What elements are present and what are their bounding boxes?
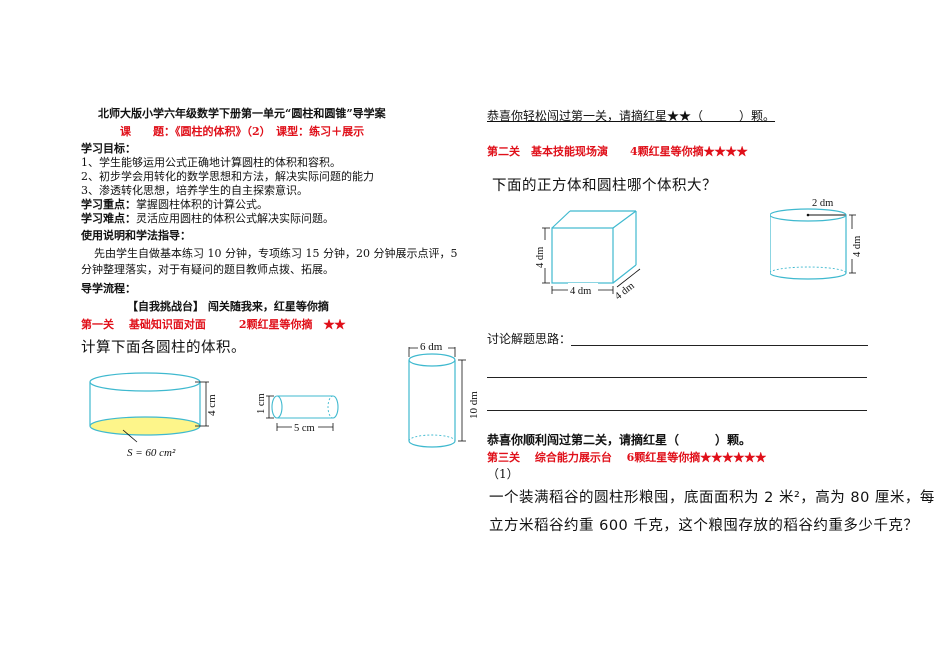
answer-line <box>487 410 867 411</box>
key-point-line: 学习重点：掌握圆柱体积的计算公式。 <box>81 198 268 212</box>
level2-prompt: 下面的正方体和圆柱哪个体积大？ <box>492 178 717 194</box>
fig2-diameter-label: 1 cm <box>256 393 267 414</box>
key-point-text: 掌握圆柱体积的计算公式。 <box>136 198 268 211</box>
answer-line <box>571 345 868 346</box>
goal-item: 2、初步学会用转化的数学思想和方法，解决实际问题的能力 <box>81 170 374 183</box>
cylinder-figure-4: 2 dm 4 dm <box>770 198 863 280</box>
process-heading: 导学流程： <box>81 282 136 295</box>
challenge-title: 【自我挑战台】 闯关随我来，红星等你摘 <box>127 300 329 313</box>
goal-item: 1、学生能够运用公式正确地计算圆柱的体积和容积。 <box>81 156 341 169</box>
cylinder-figure-2: 1 cm 5 cm <box>256 393 339 434</box>
fig3-height-label: 10 dm <box>468 391 480 419</box>
discussion-label: 讨论解题思路： <box>487 332 572 346</box>
difficulty-text: 灵活应用圆柱的体积公式解决实际问题。 <box>136 212 334 225</box>
instructions-heading: 使用说明和学法指导： <box>81 229 191 242</box>
cyl-radius-label: 2 dm <box>812 198 833 209</box>
congrats-level1: 恭喜你轻松闯过第一关，请摘红星★★（ ）颗。 <box>487 109 776 123</box>
answer-line <box>487 377 867 378</box>
instructions-line: 分钟整理落实，对于有疑问的题目教师点拨、拓展。 <box>81 263 334 276</box>
fig3-diameter-label: 6 dm <box>420 341 443 353</box>
cube-height-label: 4 dm <box>535 247 546 268</box>
cube-figure: 4 dm 4 dm 4 dm <box>533 210 641 300</box>
cube-width-label: 4 dm <box>570 286 591 297</box>
level1-heading: 第一关 基础知识面对面 2颗红星等你摘 ★★ <box>81 318 346 331</box>
difficulty-label: 学习难点： <box>81 212 136 225</box>
congrats-level2: 恭喜你顺利闯过第二关，请摘红星（ ）颗。 <box>487 433 752 447</box>
level3-text-line: 立方米稻谷约重 600 千克，这个粮囤存放的稻谷约重多少千克？ <box>489 518 919 534</box>
instructions-line: 先由学生自做基本练习 10 分钟，专项练习 15 分钟，20 分钟展示点评，5 <box>94 247 458 260</box>
level3-text-line: 一个装满稻谷的圆柱形粮囤，底面面积为 2 米²，高为 80 厘米，每 <box>489 490 935 506</box>
cube-depth-label: 4 dm <box>613 281 637 300</box>
cylinder-figure-3: 6 dm 10 dm <box>408 339 480 448</box>
goals-heading: 学习目标： <box>81 142 136 155</box>
level1-prompt: 计算下面各圆柱的体积。 <box>81 340 246 356</box>
cylinder-figure-1: 4 cm S = 60 cm² <box>89 372 218 459</box>
cyl-height-label: 4 dm <box>852 236 863 257</box>
level2-heading: 第二关 基本技能现场演 4颗红星等你摘★★★★ <box>487 145 748 158</box>
course-line: 课 题：《圆柱的体积》（2） 课型：练习＋展示 <box>120 125 365 138</box>
fig1-area-label: S = 60 cm² <box>127 447 176 459</box>
goal-item: 3、渗透转化思想，培养学生的自主探索意识。 <box>81 184 308 197</box>
level3-number: （1） <box>487 467 519 481</box>
doc-title: 北师大版小学六年级数学下册第一单元“圆柱和圆锥”导学案 <box>98 107 386 120</box>
difficulty-line: 学习难点：灵活应用圆柱的体积公式解决实际问题。 <box>81 212 334 226</box>
fig2-length-label: 5 cm <box>294 423 315 434</box>
key-point-label: 学习重点： <box>81 198 136 211</box>
fig1-height-label: 4 cm <box>206 394 218 416</box>
level3-heading: 第三关 综合能力展示台 6颗红星等你摘★★★★★★ <box>487 451 767 464</box>
